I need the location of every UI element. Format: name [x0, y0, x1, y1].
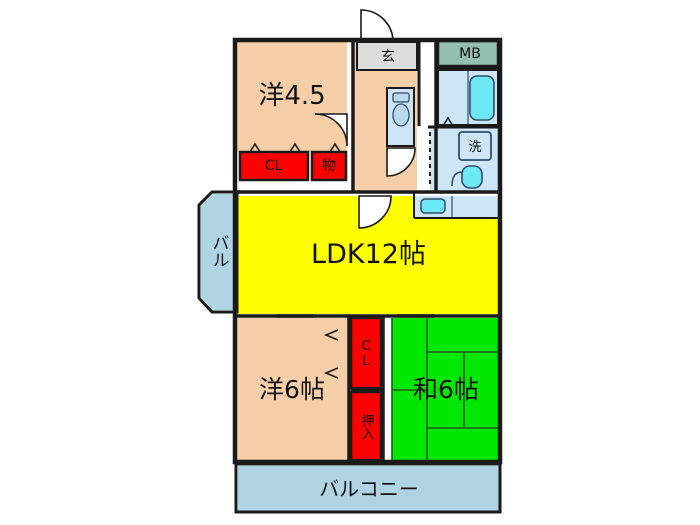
room-fills: [201, 40, 500, 512]
fill-closet-cl-mid: [351, 318, 381, 390]
fill-balcony-side: [201, 194, 237, 310]
fill-meter-box: [438, 40, 500, 67]
fill-closet-cl-top: [240, 152, 308, 180]
outer-wall: [232, 37, 503, 465]
fill-western-6: [237, 318, 349, 462]
washing-machine-icon: [458, 131, 492, 161]
bathtub-icon: [469, 75, 495, 121]
fill-closet-oshiire: [351, 392, 381, 462]
balcony-side-outline: [197, 190, 239, 314]
hallway-to-ldk-door-icon: [358, 195, 392, 229]
fill-entrance-tile: [357, 42, 419, 70]
fixtures-group: [386, 70, 495, 218]
walls: [197, 37, 503, 514]
toilet-tank-icon: [392, 92, 410, 103]
balcony-outline: [234, 462, 502, 514]
bedroom-door-icon: [314, 113, 348, 147]
wash-basin-icon: [461, 165, 483, 189]
fill-western-4-5: [237, 42, 347, 152]
kitchen-sink-icon: [420, 198, 446, 214]
toilet-door-icon: [386, 147, 416, 177]
opening-marks: [233, 225, 448, 464]
fill-storage-mono: [312, 152, 346, 180]
fill-balcony-main: [238, 466, 500, 512]
window-marks: [249, 116, 454, 379]
door-swings: [314, 9, 416, 229]
toilet-bowl-icon: [392, 103, 410, 127]
tatami-pattern: [391, 318, 500, 462]
